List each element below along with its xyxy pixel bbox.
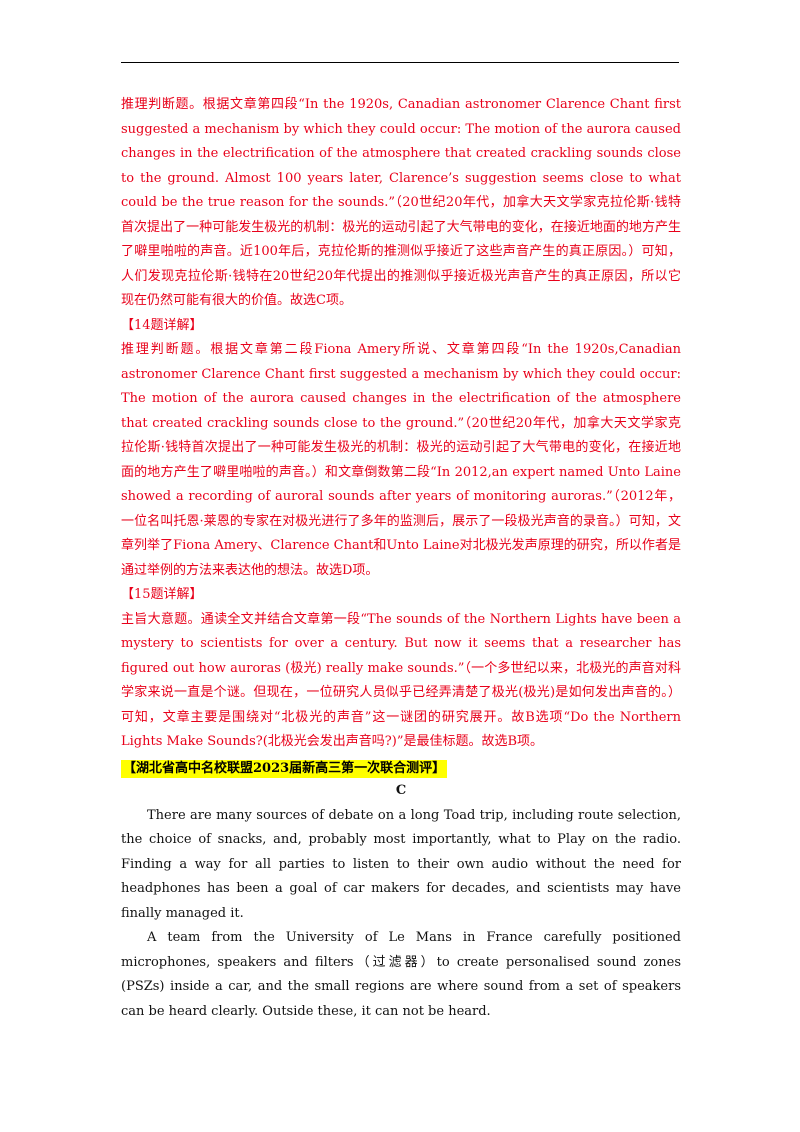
source-badge: 【湖北省高中名校联盟2023届新高三第一次联合测评】 (121, 759, 448, 778)
answer-15-heading: 【15题详解】 (121, 587, 203, 602)
header-rule (121, 62, 679, 63)
source-line: 【湖北省高中名校联盟2023届新高三第一次联合测评】 (121, 755, 681, 780)
section-letter: C (395, 783, 407, 798)
answer-15-text: 主旨大意题。通读全文并结合文章第一段“The sounds of the Nor… (121, 611, 681, 750)
answer-14-text: 推理判断题。根据文章第二段Fiona Amery所说、文章第四段“In the … (121, 342, 681, 578)
passage-paragraph-2: A team from the University of Le Mans in… (121, 930, 681, 1019)
page-content: 推理判断题。根据文章第四段“In the 1920s, Canadian ast… (121, 93, 681, 1024)
answer-13-text: 推理判断题。根据文章第四段“In the 1920s, Canadian ast… (121, 97, 681, 308)
passage-paragraph-1: There are many sources of debate on a lo… (121, 807, 681, 921)
answer-14-heading: 【14题详解】 (121, 317, 203, 333)
